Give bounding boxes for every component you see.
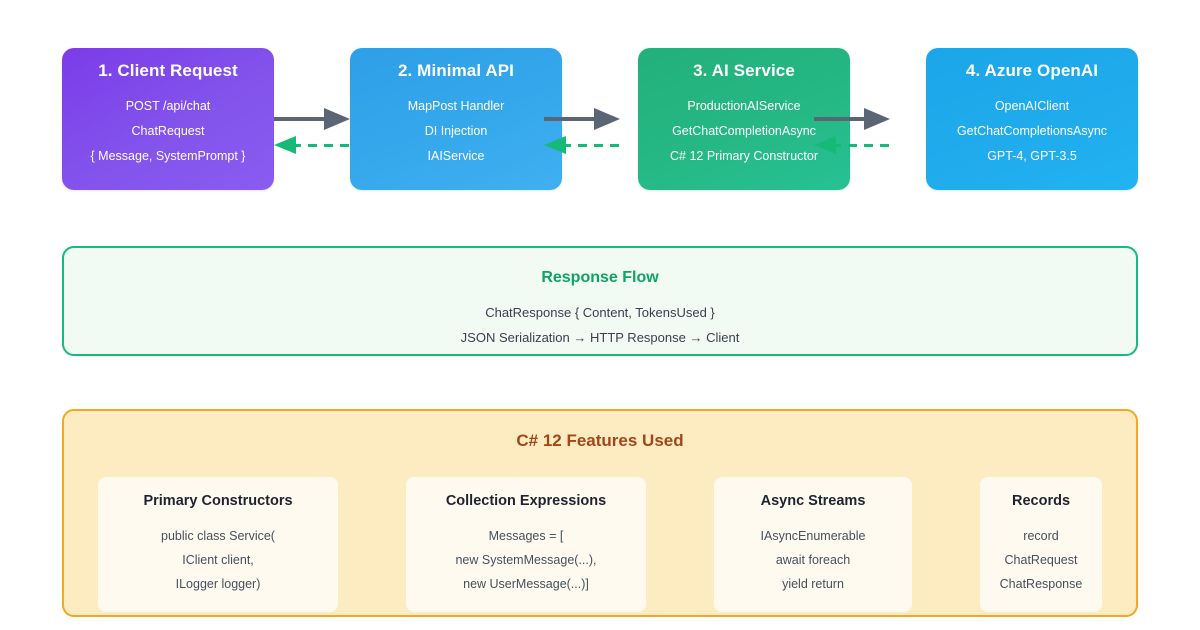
feature-card-title: Records	[1011, 493, 1071, 509]
feature-card-records[interactable]: Records record ChatRequest ChatResponse	[980, 477, 1102, 612]
feature-card-title: Collection Expressions	[445, 493, 607, 509]
feature-card-line: ChatRequest	[1004, 553, 1078, 567]
stage-detail-line: GetChatCompletionAsync	[672, 123, 816, 138]
stage-detail-line: IAIService	[427, 148, 485, 163]
arrow-shaft	[832, 144, 890, 147]
connector-stage1-stage2	[274, 48, 350, 190]
arrow-head	[814, 136, 836, 154]
feature-card-line: ILogger logger)	[175, 577, 261, 591]
arrow-shaft	[274, 117, 328, 121]
feature-card-async-streams[interactable]: Async Streams IAsyncEnumerable await for…	[714, 477, 912, 612]
arrow-left-dashed-icon	[274, 136, 350, 154]
stage-detail-line: GetChatCompletionsAsync	[956, 123, 1108, 138]
feature-card-line: yield return	[782, 577, 844, 591]
stage-title: 4. Azure OpenAI	[965, 61, 1099, 80]
arrow-head	[594, 108, 620, 130]
connector-stage3-stage4	[814, 48, 890, 190]
feature-card-collection-expressions[interactable]: Collection Expressions Messages = [ new …	[406, 477, 646, 612]
pipeline-stage-client-request[interactable]: 1. Client Request POST /api/chat ChatReq…	[62, 48, 274, 190]
arrow-right-icon	[544, 108, 620, 130]
stage-detail-line: GPT-4, GPT-3.5	[987, 148, 1077, 163]
response-flow-line: ChatResponse { Content, TokensUsed }	[485, 305, 715, 320]
feature-card-line: record	[1023, 529, 1059, 543]
response-flow-line: JSON Serialization → HTTP Response → Cli…	[460, 330, 740, 345]
response-flow-title: Response Flow	[541, 269, 659, 286]
arrow-right-icon	[814, 108, 890, 130]
feature-card-line: public class Service(	[161, 529, 275, 543]
arrow-right-icon	[274, 108, 350, 130]
stage-detail-line: OpenAIClient	[994, 98, 1070, 113]
pipeline-stage-azure-openai[interactable]: 4. Azure OpenAI OpenAIClient GetChatComp…	[926, 48, 1138, 190]
feature-card-row: Primary Constructors public class Servic…	[98, 477, 1102, 612]
arrow-head	[324, 108, 350, 130]
feature-card-primary-constructors[interactable]: Primary Constructors public class Servic…	[98, 477, 338, 612]
stage-detail-line: ProductionAIService	[687, 98, 801, 113]
feature-card-line: new UserMessage(...)]	[463, 577, 589, 591]
arrow-head	[544, 136, 566, 154]
feature-card-title: Async Streams	[760, 493, 866, 509]
features-panel-title: C# 12 Features Used	[516, 431, 684, 450]
stage-detail-line: DI Injection	[424, 123, 488, 138]
stage-title: 2. Minimal API	[397, 61, 515, 80]
arrow-shaft	[292, 144, 350, 147]
connector-stage2-stage3	[544, 48, 620, 190]
stage-detail-line: { Message, SystemPrompt }	[90, 148, 246, 163]
stage-detail-line: MapPost Handler	[407, 98, 505, 113]
arrow-shaft	[544, 117, 598, 121]
arrow-shaft	[814, 117, 868, 121]
arrow-head	[274, 136, 296, 154]
arrow-left-dashed-icon	[814, 136, 890, 154]
feature-card-line: await foreach	[775, 553, 851, 567]
arrow-head	[864, 108, 890, 130]
feature-card-line: ChatResponse	[999, 577, 1083, 591]
pipeline-stage-minimal-api[interactable]: 2. Minimal API MapPost Handler DI Inject…	[350, 48, 562, 190]
stage-detail-line: ChatRequest	[131, 123, 205, 138]
feature-card-title: Primary Constructors	[143, 493, 293, 509]
feature-card-line: IAsyncEnumerable	[760, 529, 866, 543]
arrow-left-dashed-icon	[544, 136, 620, 154]
feature-card-line: new SystemMessage(...),	[455, 553, 597, 567]
arrow-shaft	[562, 144, 620, 147]
feature-card-line: IClient client,	[182, 553, 254, 567]
stage-title: 3. AI Service	[693, 61, 795, 80]
response-flow-panel: Response Flow ChatResponse { Content, To…	[62, 246, 1138, 356]
stage-detail-line: C# 12 Primary Constructor	[670, 148, 818, 163]
feature-card-line: Messages = [	[488, 529, 564, 543]
stage-title: 1. Client Request	[98, 61, 238, 80]
features-panel: C# 12 Features Used Primary Constructors…	[62, 409, 1138, 617]
stage-detail-line: POST /api/chat	[125, 98, 211, 113]
